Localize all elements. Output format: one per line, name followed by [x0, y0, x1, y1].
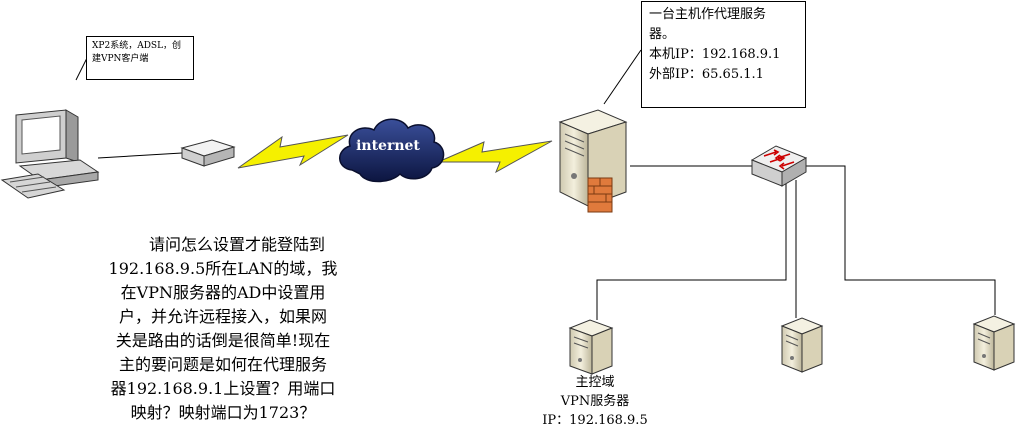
- vpn-server-label: 主控域 VPN服务器 IP：192.168.9.5: [530, 373, 660, 430]
- proxy-note-line-3: 本机IP：192.168.9.1: [649, 47, 781, 62]
- proxy-note-line-2: 器。: [649, 27, 676, 42]
- proxy-note-line-4: 外部IP：65.65.1.1: [649, 67, 764, 82]
- vpn-server-icon: [568, 319, 614, 375]
- client-computer-icon: [0, 109, 100, 199]
- vpn-label-line-1: 主控域: [575, 375, 615, 390]
- internet-cloud-icon: [339, 118, 445, 183]
- proxy-server-note: 一台主机作代理服务 器。 本机IP：192.168.9.1 外部IP：65.65…: [641, 1, 806, 108]
- question-line: 户，并允许远程接入，如果网: [118, 307, 327, 326]
- question-line: 器192.168.9.1上设置？用端口: [110, 379, 336, 398]
- vpn-label-line-2: VPN服务器: [560, 394, 630, 409]
- question-line: 192.168.9.5所在LAN的域，我: [108, 259, 338, 278]
- question-line: 请问怎么设置才能登陆到: [148, 235, 325, 254]
- proxy-note-line-1: 一台主机作代理服务: [649, 7, 767, 22]
- client-note: XP2系统，ADSL，创 建VPN客户端: [86, 36, 194, 80]
- lan-server-icon-right: [972, 315, 1016, 371]
- client-note-line-1: XP2系统，ADSL，创: [92, 41, 182, 51]
- lightning-bolt-icon-right: [437, 140, 553, 174]
- internet-cloud-label: internet: [356, 138, 420, 154]
- question-text: 请问怎么设置才能登陆到 192.168.9.5所在LAN的域，我 在VPN服务器…: [96, 233, 350, 425]
- adsl-modem-icon: [180, 139, 236, 167]
- question-line: 映射？映射端口为1723？: [130, 403, 316, 422]
- vpn-label-line-3: IP：192.168.9.5: [542, 413, 648, 428]
- lightning-bolt-icon-left: [237, 134, 349, 169]
- question-line: 在VPN服务器的AD中设置用: [120, 283, 326, 302]
- connection-lines: [75, 49, 996, 320]
- question-line: 关是路由的话倒是很简单!现在: [115, 331, 331, 350]
- lan-server-icon-middle: [780, 317, 824, 373]
- question-line: 主的要问题是如何在代理服务: [118, 355, 327, 374]
- client-note-line-2: 建VPN客户端: [92, 54, 149, 64]
- network-switch-icon: [750, 145, 808, 187]
- proxy-server-icon: [558, 109, 628, 213]
- firewall-icon: [587, 177, 613, 213]
